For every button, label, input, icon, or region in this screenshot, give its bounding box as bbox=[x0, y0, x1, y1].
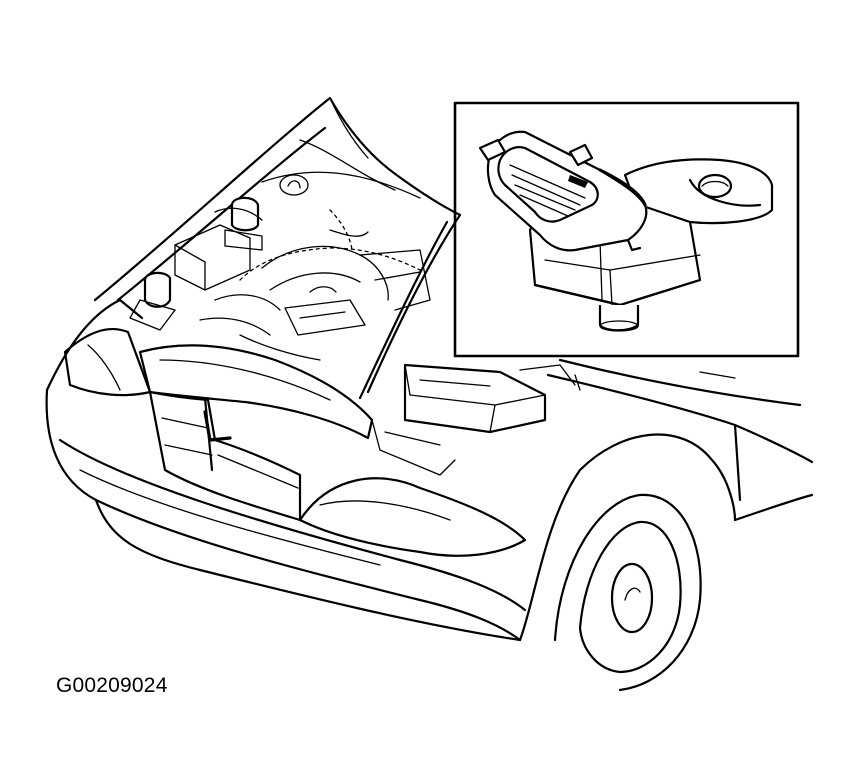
front-wheel bbox=[553, 493, 702, 692]
detail-inset bbox=[453, 101, 800, 358]
car-body bbox=[45, 96, 814, 692]
right-headlight bbox=[298, 477, 527, 557]
engine-bay bbox=[129, 174, 581, 476]
radiator-cover bbox=[138, 344, 374, 440]
inset-frame bbox=[453, 101, 800, 358]
coolant-reservoir bbox=[143, 271, 172, 308]
connector-latch bbox=[478, 138, 507, 162]
front-fender bbox=[518, 433, 737, 642]
front-bumper bbox=[45, 298, 144, 392]
hood-panel bbox=[93, 96, 462, 302]
mounting-hole bbox=[697, 173, 733, 199]
air-filter-box bbox=[403, 363, 547, 434]
electrical-connector bbox=[486, 130, 648, 252]
grille bbox=[148, 390, 302, 522]
figure-code: G00209024 bbox=[56, 674, 168, 697]
left-headlight bbox=[63, 328, 152, 397]
sensor-port bbox=[598, 305, 640, 332]
brake-reservoir bbox=[230, 196, 260, 232]
